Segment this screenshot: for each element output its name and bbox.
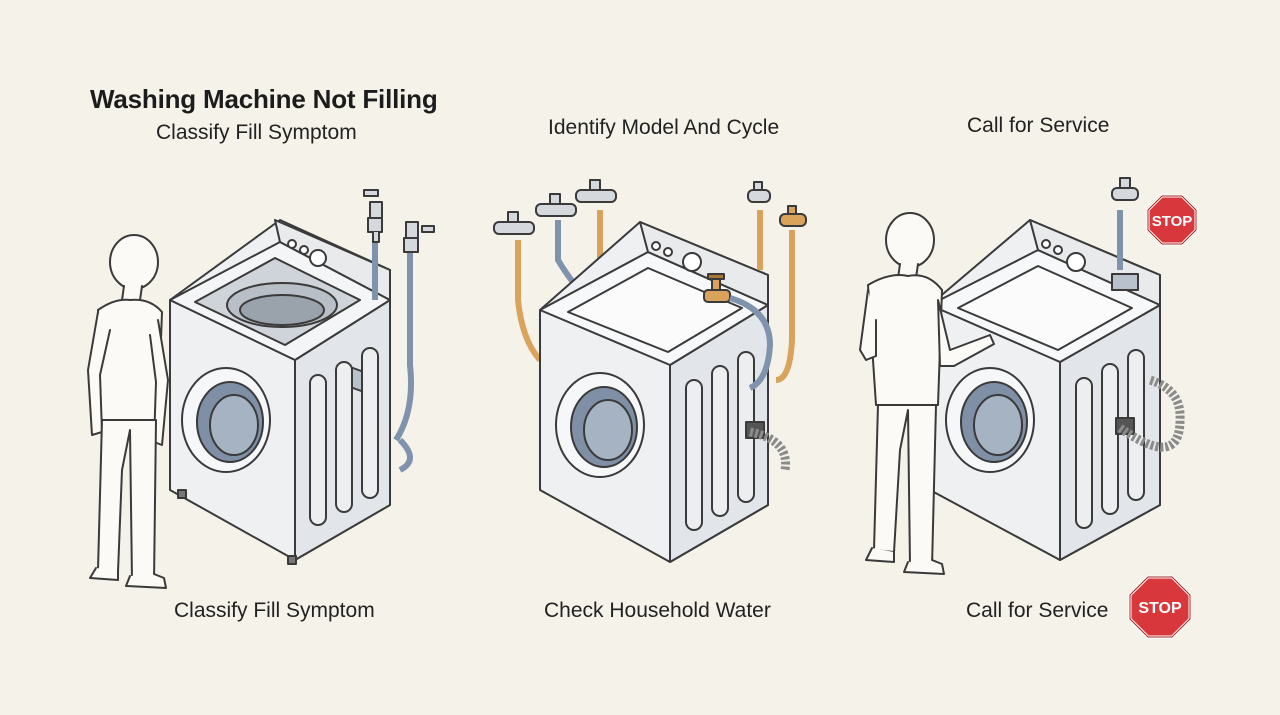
water-valve-icon — [403, 221, 435, 253]
step-3-bottom-label: Call for Service — [966, 599, 1109, 622]
water-valve-icon — [779, 205, 807, 227]
panel-2-illustration — [493, 179, 807, 563]
water-valve-icon — [1111, 177, 1139, 201]
person-figure — [859, 212, 995, 575]
stop-sign-bottom-text: STOP — [1138, 600, 1182, 617]
water-hoses — [372, 240, 415, 473]
stop-sign-icon: STOP — [1146, 194, 1198, 246]
water-hoses — [1117, 210, 1185, 452]
household-faucets — [493, 179, 617, 363]
washing-machine — [539, 221, 769, 563]
step-3-top-label: Call for Service — [967, 114, 1110, 137]
water-valve-icon — [363, 189, 383, 243]
water-hoses — [729, 210, 795, 471]
washing-machine — [929, 219, 1161, 561]
water-valve-icon — [747, 181, 771, 203]
stop-sign-text: STOP — [1152, 213, 1193, 230]
step-2-top-label: Identify Model And Cycle — [548, 116, 780, 139]
page-title: Washing Machine Not Filling — [90, 84, 438, 114]
panel-3-illustration: STOP — [859, 177, 1198, 575]
step-1-top-label: Classify Fill Symptom — [156, 121, 357, 144]
person-figure — [87, 234, 169, 589]
inlet-valve-icon — [703, 273, 731, 303]
panel-1-illustration — [87, 189, 435, 589]
washing-machine — [169, 219, 391, 565]
step-1-bottom-label: Classify Fill Symptom — [174, 599, 375, 622]
step-2-bottom-label: Check Household Water — [544, 599, 771, 622]
stop-sign-icon: STOP — [1128, 575, 1192, 639]
